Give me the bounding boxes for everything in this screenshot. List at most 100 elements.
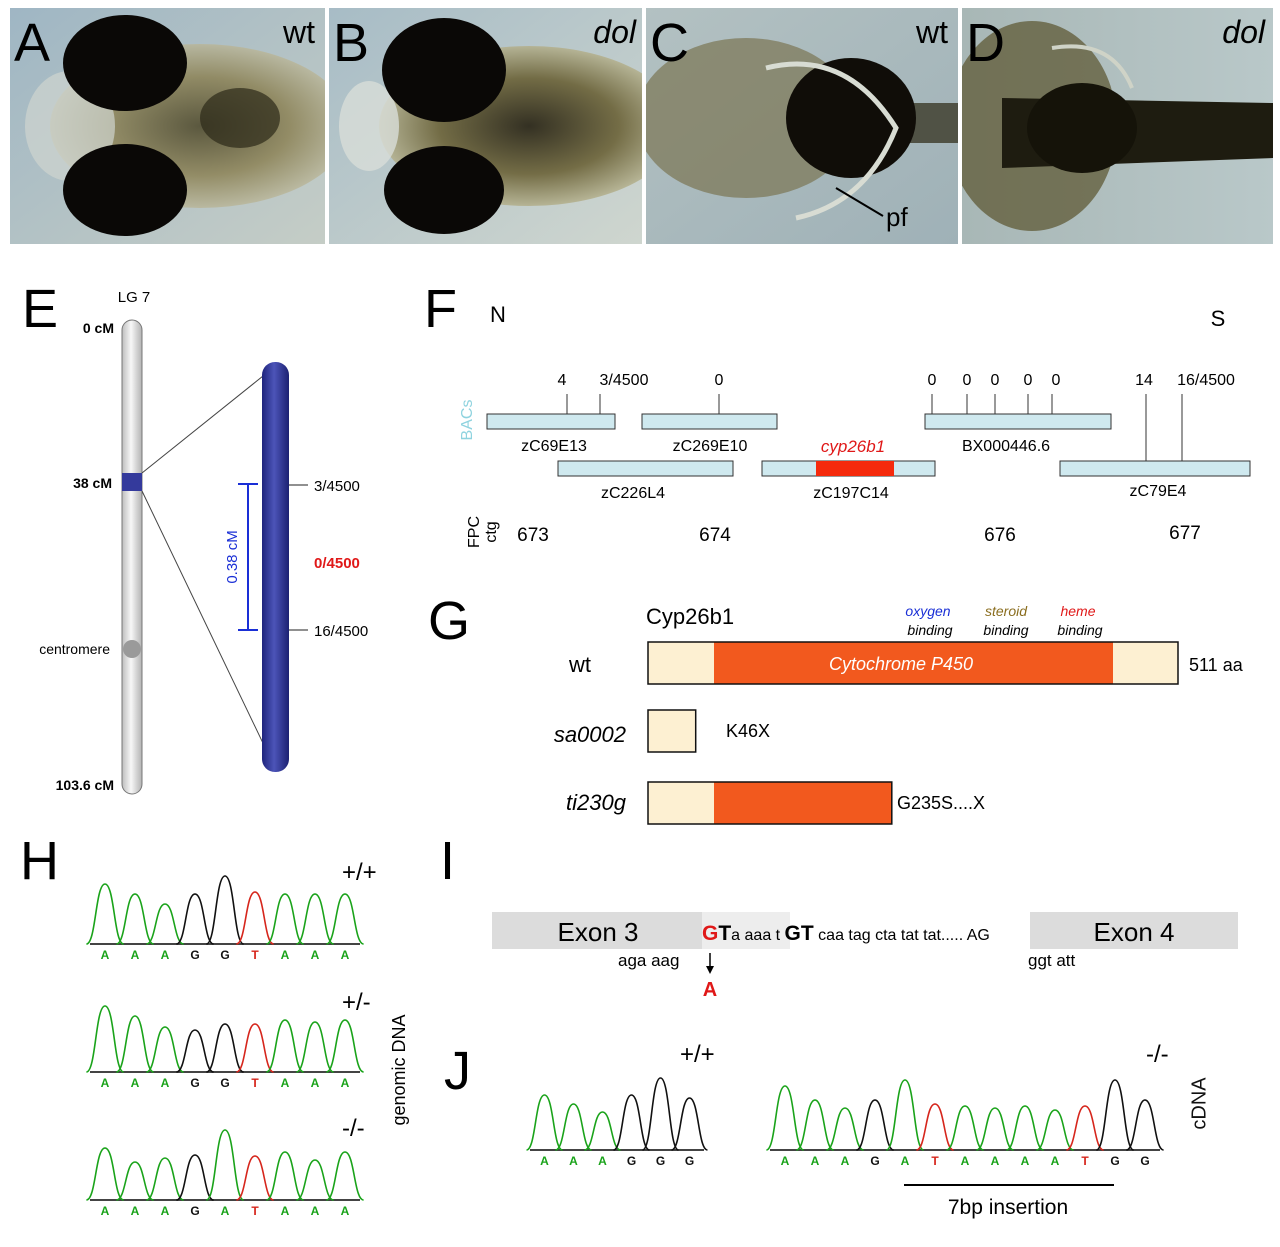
- base-call: G: [220, 948, 229, 962]
- ctg-label: ctg: [483, 521, 500, 542]
- trace-peak-A: [326, 1019, 364, 1073]
- base-call: A: [1051, 1154, 1060, 1168]
- protein-outline: [647, 641, 1179, 685]
- protein-outline: [647, 709, 697, 753]
- recombinant-mark-2: 0/4500: [314, 555, 360, 572]
- trace-peak-T: [236, 1155, 274, 1201]
- trace-peak-T: [916, 1103, 954, 1151]
- trace-peak-A: [555, 1103, 592, 1151]
- base-call: A: [540, 1154, 549, 1168]
- intron-sequence: GTa aaa t GT caa tag cta tat tat..... AG: [702, 922, 990, 945]
- trace-peak-A: [326, 1151, 364, 1201]
- centromere-label: centromere: [39, 641, 110, 657]
- trace-peak-G: [176, 1029, 214, 1073]
- mutation-sa0002: K46X: [726, 721, 770, 741]
- splice-site-diagram: Exon 3 Exon 4 GTa aaa t GT caa tag cta t…: [492, 912, 1238, 1001]
- centromere-marker: [123, 640, 141, 658]
- base-call: A: [841, 1154, 850, 1168]
- bac-bar: [924, 413, 1112, 430]
- genotype-label: +/-: [342, 989, 371, 1016]
- trace-peak-A: [146, 1026, 184, 1073]
- trace-peak-A: [526, 1094, 563, 1151]
- recombinant-count: 0: [928, 372, 937, 389]
- bac-name: BX000446.6: [962, 438, 1050, 455]
- trace-peak-A: [976, 1107, 1014, 1151]
- base-call: A: [221, 1204, 230, 1218]
- trace-peak-A: [296, 1159, 334, 1201]
- p450-domain: [714, 782, 892, 824]
- allele-name: wt: [568, 652, 591, 677]
- genotype-label: +/+: [342, 859, 377, 886]
- trace-peak-T: [236, 1023, 274, 1073]
- bacs-label: BACs: [459, 400, 476, 441]
- panel-c-genotype: wt: [916, 14, 948, 50]
- trace-peak-A: [796, 1099, 834, 1151]
- north-label: N: [490, 302, 506, 327]
- p450-domain: [714, 642, 1113, 684]
- contig-number: 677: [1169, 523, 1201, 544]
- base-call: A: [131, 1204, 140, 1218]
- allele-name: sa0002: [554, 722, 626, 747]
- exon-4-box: [1030, 912, 1238, 949]
- trace-peak-G: [671, 1097, 708, 1151]
- trace-peak-G: [641, 1077, 680, 1151]
- insertion-label: 7bp insertion: [948, 1196, 1068, 1219]
- contig-number: 674: [699, 525, 731, 546]
- panel-a-genotype: wt: [283, 14, 315, 50]
- protein-length: 511 aa: [1189, 655, 1244, 675]
- panel-letter-i: I: [440, 831, 456, 891]
- panel-letter-f: F: [424, 279, 457, 339]
- exon-4-sequence: ggt att: [1028, 951, 1076, 970]
- bac-name: zC269E10: [673, 438, 748, 455]
- binding-label: binding: [1057, 622, 1102, 638]
- trace-peak-G: [856, 1099, 894, 1151]
- top-position: 0 cM: [83, 320, 114, 336]
- base-call: G: [1110, 1154, 1119, 1168]
- recombinant-count: 3/4500: [600, 372, 649, 389]
- domain-name: Cytochrome P450: [829, 654, 973, 674]
- base-call: A: [311, 1076, 320, 1090]
- base-call: A: [161, 948, 170, 962]
- recombinant-count: 4: [558, 372, 567, 389]
- trace-peak-A: [1006, 1105, 1044, 1151]
- exon-3-label: Exon 3: [558, 917, 639, 947]
- recombinant-count: 0: [1052, 372, 1061, 389]
- base-call: A: [311, 948, 320, 962]
- trace-peak-A: [946, 1105, 984, 1151]
- trace-peak-A: [266, 1151, 304, 1201]
- binding-label: binding: [907, 622, 952, 638]
- allele-name: ti230g: [566, 790, 627, 815]
- base-call: G: [190, 1076, 199, 1090]
- cdna-label: cDNA: [1188, 1077, 1211, 1130]
- base-call: A: [341, 1076, 350, 1090]
- trace-peak-A: [115, 1015, 155, 1073]
- panel-letter-d: D: [966, 13, 1005, 73]
- base-call: T: [931, 1154, 939, 1168]
- recombinant-count: 0: [963, 372, 972, 389]
- genotype-label: -/-: [342, 1115, 365, 1142]
- base-call: A: [961, 1154, 970, 1168]
- base-call: A: [341, 948, 350, 962]
- chromosome-lg7: [121, 319, 143, 795]
- point-mutation: A: [703, 979, 717, 1001]
- contig-number: 676: [984, 525, 1016, 546]
- base-call: A: [598, 1154, 607, 1168]
- pectoral-fin-annotation: pf: [886, 202, 908, 232]
- bac-name: zC69E13: [521, 438, 587, 455]
- trace-peak-A: [205, 1129, 245, 1201]
- recombinant-count: 14: [1135, 372, 1153, 389]
- base-call: A: [281, 948, 290, 962]
- trace-peak-A: [326, 893, 364, 945]
- exon-3-box: [492, 912, 702, 949]
- micrograph-panel-c: C wt pf: [646, 8, 958, 244]
- trace-peak-A: [584, 1111, 621, 1151]
- binding-label: binding: [983, 622, 1028, 638]
- recombinant-mark-1: 3/4500: [314, 478, 360, 495]
- trace-peak-A: [296, 893, 334, 945]
- panel-letter-j: J: [444, 1041, 471, 1101]
- interval-position: 38 cM: [73, 475, 112, 491]
- trace-peak-G: [176, 1154, 214, 1201]
- genomic-dna-label: genomic DNA: [389, 1014, 409, 1125]
